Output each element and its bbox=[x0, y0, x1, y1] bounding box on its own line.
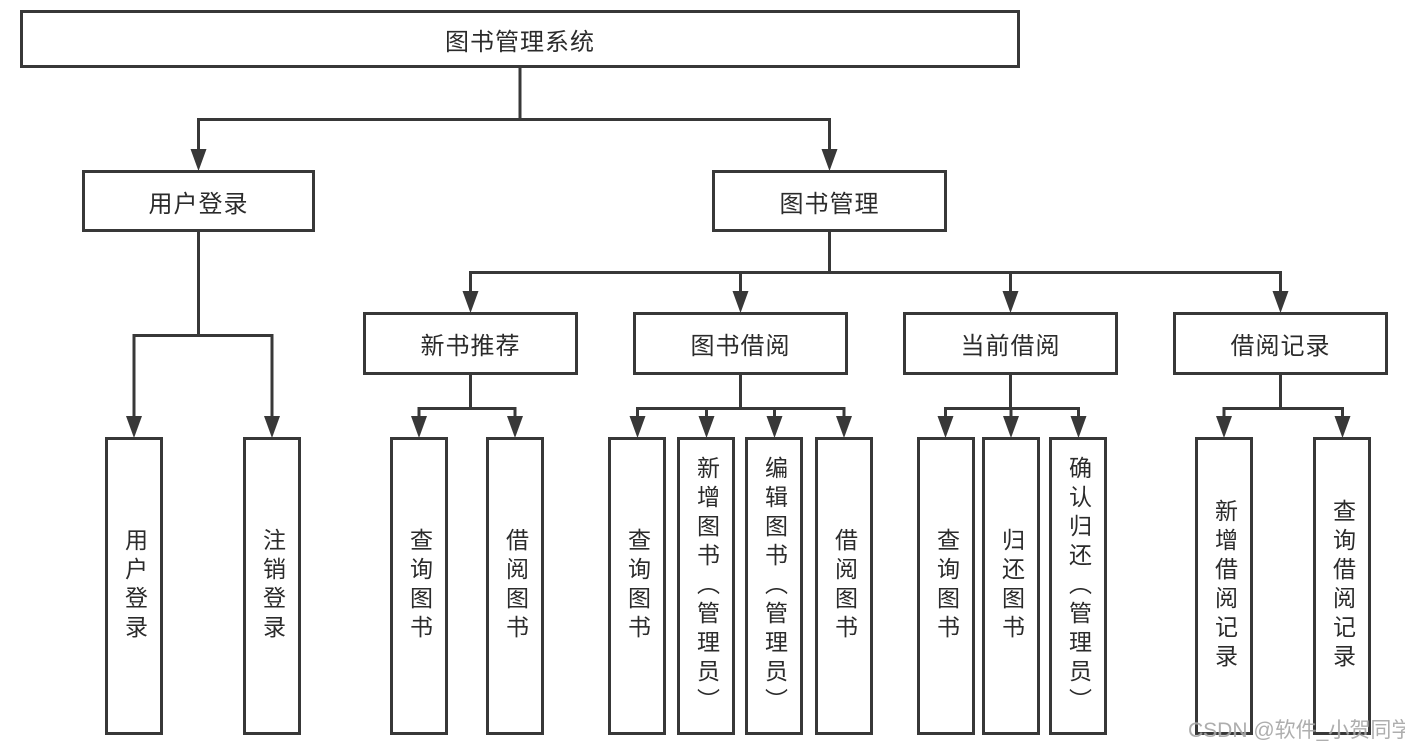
node-book-management: 图书管理 bbox=[712, 170, 947, 232]
leaf-label: 查询借阅记录 bbox=[1329, 499, 1356, 673]
node-label: 图书管理 bbox=[779, 190, 880, 218]
leaf-query-books: 查询图书 bbox=[608, 437, 666, 735]
connectors-borrow-branch bbox=[629, 375, 852, 438]
connectors-records-branch bbox=[1216, 375, 1351, 438]
leaf-confirm-return-admin: 确认归还（管理员） bbox=[1049, 437, 1107, 735]
leaf-label: 归还图书 bbox=[998, 528, 1025, 644]
node-label: 用户登录 bbox=[148, 190, 249, 218]
leaf-borrow-books: 借阅图书 bbox=[815, 437, 873, 735]
node-label: 图书管理系统 bbox=[445, 28, 595, 56]
connectors-current-branch bbox=[937, 375, 1087, 438]
leaf-label: 编辑图书（管理员） bbox=[761, 455, 788, 717]
node-library-management-system: 图书管理系统 bbox=[20, 10, 1020, 68]
node-label: 新书推荐 bbox=[420, 333, 521, 360]
node-label: 借阅记录 bbox=[1230, 333, 1331, 360]
leaf-add-books-admin: 新增图书（管理员） bbox=[677, 437, 735, 735]
leaf-label: 查询图书 bbox=[933, 528, 960, 644]
node-borrowing-records: 借阅记录 bbox=[1173, 312, 1388, 375]
node-label: 图书借阅 bbox=[690, 333, 791, 360]
node-label: 当前借阅 bbox=[960, 333, 1061, 360]
leaf-borrow-books: 借阅图书 bbox=[486, 437, 544, 735]
leaf-label: 借阅图书 bbox=[831, 528, 858, 644]
leaf-logout: 注销登录 bbox=[243, 437, 301, 735]
leaf-label: 新增图书（管理员） bbox=[693, 455, 720, 717]
leaf-query-borrow-record: 查询借阅记录 bbox=[1313, 437, 1371, 735]
connectors-root-to-level2 bbox=[190, 68, 838, 171]
leaf-add-borrow-record: 新增借阅记录 bbox=[1195, 437, 1253, 735]
leaf-label: 新增借阅记录 bbox=[1211, 499, 1238, 673]
leaf-label: 借阅图书 bbox=[502, 528, 529, 644]
leaf-label: 确认归还（管理员） bbox=[1065, 455, 1092, 717]
connectors-user-login-branch bbox=[126, 232, 280, 438]
connectors-book-mgmt-branch bbox=[462, 232, 1289, 313]
leaf-query-books: 查询图书 bbox=[917, 437, 975, 735]
leaf-edit-books-admin: 编辑图书（管理员） bbox=[745, 437, 803, 735]
leaf-return-books: 归还图书 bbox=[982, 437, 1040, 735]
leaf-label: 用户登录 bbox=[121, 528, 148, 644]
leaf-user-login: 用户登录 bbox=[105, 437, 163, 735]
leaf-label: 查询图书 bbox=[624, 528, 651, 644]
leaf-query-books: 查询图书 bbox=[390, 437, 448, 735]
csdn-watermark: CSDN @软件_小贺同学 bbox=[1188, 719, 1405, 742]
node-book-borrowing: 图书借阅 bbox=[633, 312, 848, 375]
leaf-label: 查询图书 bbox=[406, 528, 433, 644]
leaf-label: 注销登录 bbox=[259, 528, 286, 644]
node-current-borrowing: 当前借阅 bbox=[903, 312, 1118, 375]
connectors-new-book-branch bbox=[411, 375, 523, 438]
node-new-book-recommendation: 新书推荐 bbox=[363, 312, 578, 375]
node-user-login: 用户登录 bbox=[82, 170, 315, 232]
